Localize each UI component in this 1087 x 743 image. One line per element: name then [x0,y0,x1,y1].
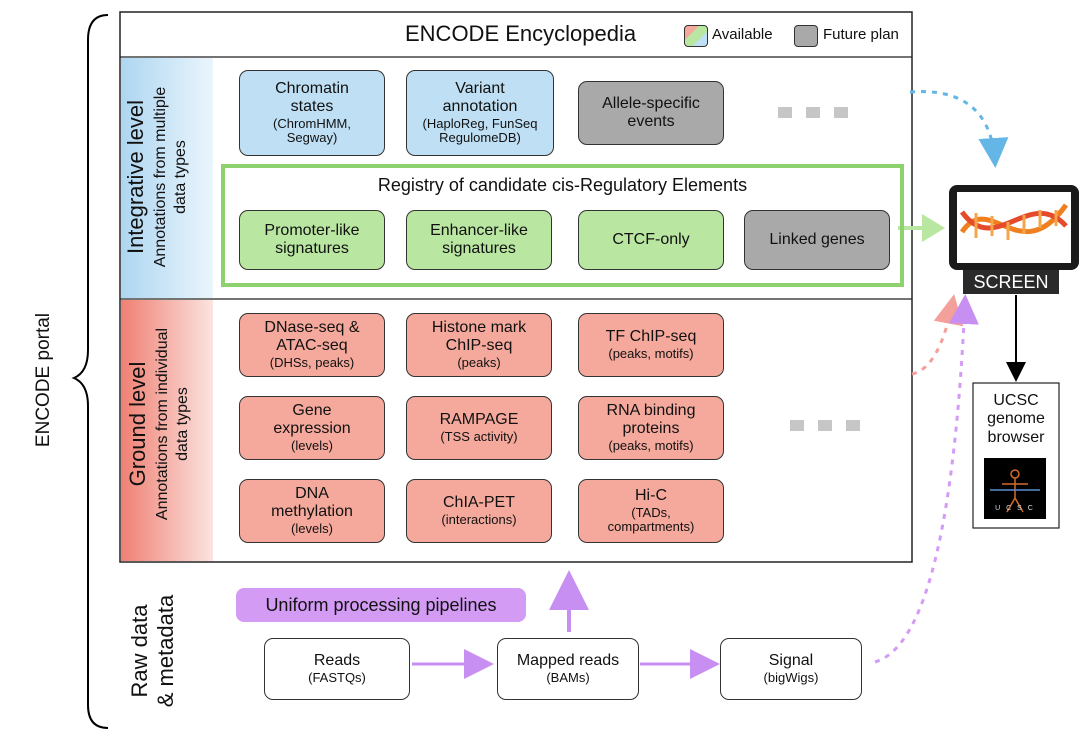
signal-title: Signal [768,652,814,670]
ctcf-only-label: CTCF-only [612,231,690,249]
enhancer-like-box: Enhancer-like signatures [406,210,552,270]
signal-box: Signal (bigWigs) [720,638,862,700]
portal-label: ENCODE portal [33,312,54,448]
reads-box: Reads (FASTQs) [264,638,410,700]
ground-band [121,300,213,561]
enhancer-like-label: Enhancer-like signatures [430,222,528,257]
registry-title: Registry of candidate cis-Regulatory Ele… [377,175,748,195]
ground-title: Ground level [125,361,150,487]
rna-binding-box: RNA binding proteins (peaks, motifs) [578,396,724,460]
ground-subtitle-2: data types [174,387,191,461]
integrative-more-dots [778,105,862,123]
legend-available-label: Available [712,26,773,43]
ctcf-only-box: CTCF-only [578,210,724,270]
allele-specific-box: Allele-specific events [578,81,724,145]
mapped-reads-title: Mapped reads [516,652,620,670]
mapped-reads-sub: (BAMs) [546,670,590,686]
histone-chip-box: Histone mark ChIP-seq (peaks) [406,313,552,377]
integrative-band [121,58,213,298]
tf-chip-box: TF ChIP-seq (peaks, motifs) [578,313,724,377]
dna-methylation-box: DNA methylation (levels) [239,479,385,543]
rampage-box: RAMPAGE (TSS activity) [406,396,552,460]
chromatin-states-box: Chromatin states (ChromHMM, Segway) [239,70,385,156]
rampage-sub: (TSS activity) [440,429,518,445]
dnase-atac-box: DNase-seq & ATAC-seq (DHSs, peaks) [239,313,385,377]
chia-pet-box: ChIA-PET (interactions) [406,479,552,543]
linked-genes-label: Linked genes [769,231,865,249]
ground-subtitle-1: Annotations from individual [154,327,171,521]
variant-annotation-title: Variant annotation [442,80,518,115]
dnase-atac-title: DNase-seq & ATAC-seq [264,319,360,355]
legend-future-swatch [794,25,818,47]
rna-binding-title: RNA binding proteins [606,402,696,438]
dnase-atac-sub: (DHSs, peaks) [269,355,355,371]
ground-to-screen-arrow [911,294,964,376]
variant-annotation-sub: (HaploReg, FunSeq RegulomeDB) [422,115,538,146]
rna-binding-sub: (peaks, motifs) [608,438,694,454]
allele-specific-title: Allele-specific events [602,95,700,130]
histone-chip-title: Histone mark ChIP-seq [431,319,527,355]
ucsc-logo-text: U C S C [995,505,1035,512]
uniform-pipelines-banner: Uniform processing pipelines [236,588,526,622]
portal-brace [71,14,109,729]
promoter-like-box: Promoter-like signatures [239,210,385,270]
rampage-title: RAMPAGE [439,411,519,429]
mapped-reads-box: Mapped reads (BAMs) [497,638,639,700]
signal-sub: (bigWigs) [763,670,819,686]
hi-c-title: Hi-C [635,487,667,504]
dna-methylation-title: DNA methylation [271,485,353,521]
histone-chip-sub: (peaks) [457,355,501,371]
promoter-like-label: Promoter-like signatures [264,222,360,257]
tf-chip-title: TF ChIP-seq [605,328,697,346]
chromatin-states-sub: (ChromHMM, Segway) [273,115,351,146]
signal-to-screen-arrow [874,294,979,664]
dna-methylation-sub: (levels) [291,521,333,537]
registry-frame [221,164,904,287]
encyclopedia-frame [119,11,913,563]
hi-c-box: Hi-C (TADs, compartments) [578,479,724,543]
linked-genes-box: Linked genes [744,210,890,270]
integrative-title: Integrative level [123,99,148,255]
integrative-to-screen-arrow [909,90,1009,168]
dna-helix-icon [959,203,1069,240]
ucsc-label: UCSC genome browser [987,392,1045,446]
chia-pet-title: ChIA-PET [442,494,515,512]
gene-expression-box: Gene expression (levels) [239,396,385,460]
chia-pet-sub: (interactions) [441,512,517,528]
gene-expression-title: Gene expression [273,402,351,438]
encyclopedia-title: ENCODE Encyclopedia [405,21,637,46]
gene-expression-sub: (levels) [291,438,333,454]
hi-c-sub: (TADs, compartments) [607,504,695,535]
reads-sub: (FASTQs) [308,670,366,686]
ground-more-dots [790,418,874,436]
tf-chip-sub: (peaks, motifs) [608,346,694,362]
raw-title-2: & metadata [153,594,178,708]
ucsc-logo-icon [990,469,1040,513]
screen-label: SCREEN [973,272,1049,292]
raw-title-1: Raw data [127,604,152,698]
legend-available-swatch [684,25,708,47]
chromatin-states-title: Chromatin states [275,80,349,115]
reads-title: Reads [313,652,361,670]
legend-future-label: Future plan [823,26,899,43]
variant-annotation-box: Variant annotation (HaploReg, FunSeq Reg… [406,70,554,156]
integrative-subtitle-1: Annotations from multiple [152,86,169,268]
integrative-subtitle-2: data types [172,140,189,214]
